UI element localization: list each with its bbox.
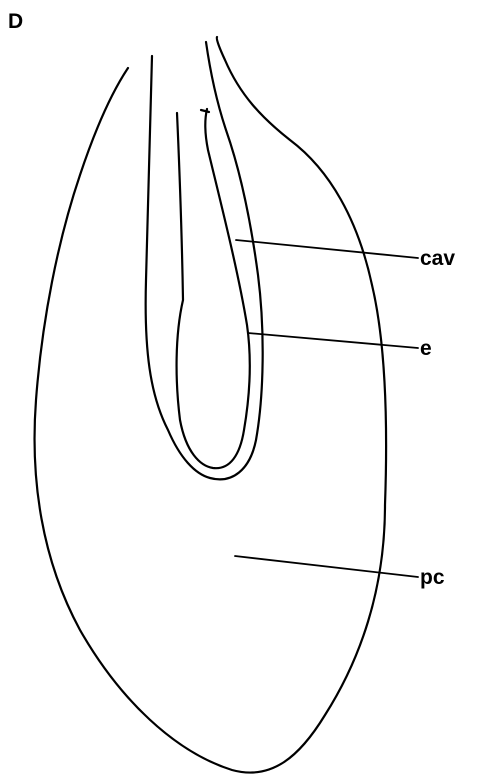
leader-line-e [248, 333, 418, 348]
cavity-outer-wall [146, 42, 263, 479]
outer-body-outline [35, 37, 387, 773]
label-cav: cav [420, 247, 455, 270]
panel-label: D [8, 10, 23, 33]
leader-line-cav [236, 240, 418, 258]
leader-line-pc [235, 556, 418, 577]
label-pc: pc [420, 566, 445, 589]
epithelium-inner-line [177, 109, 250, 468]
label-e: e [420, 337, 432, 360]
